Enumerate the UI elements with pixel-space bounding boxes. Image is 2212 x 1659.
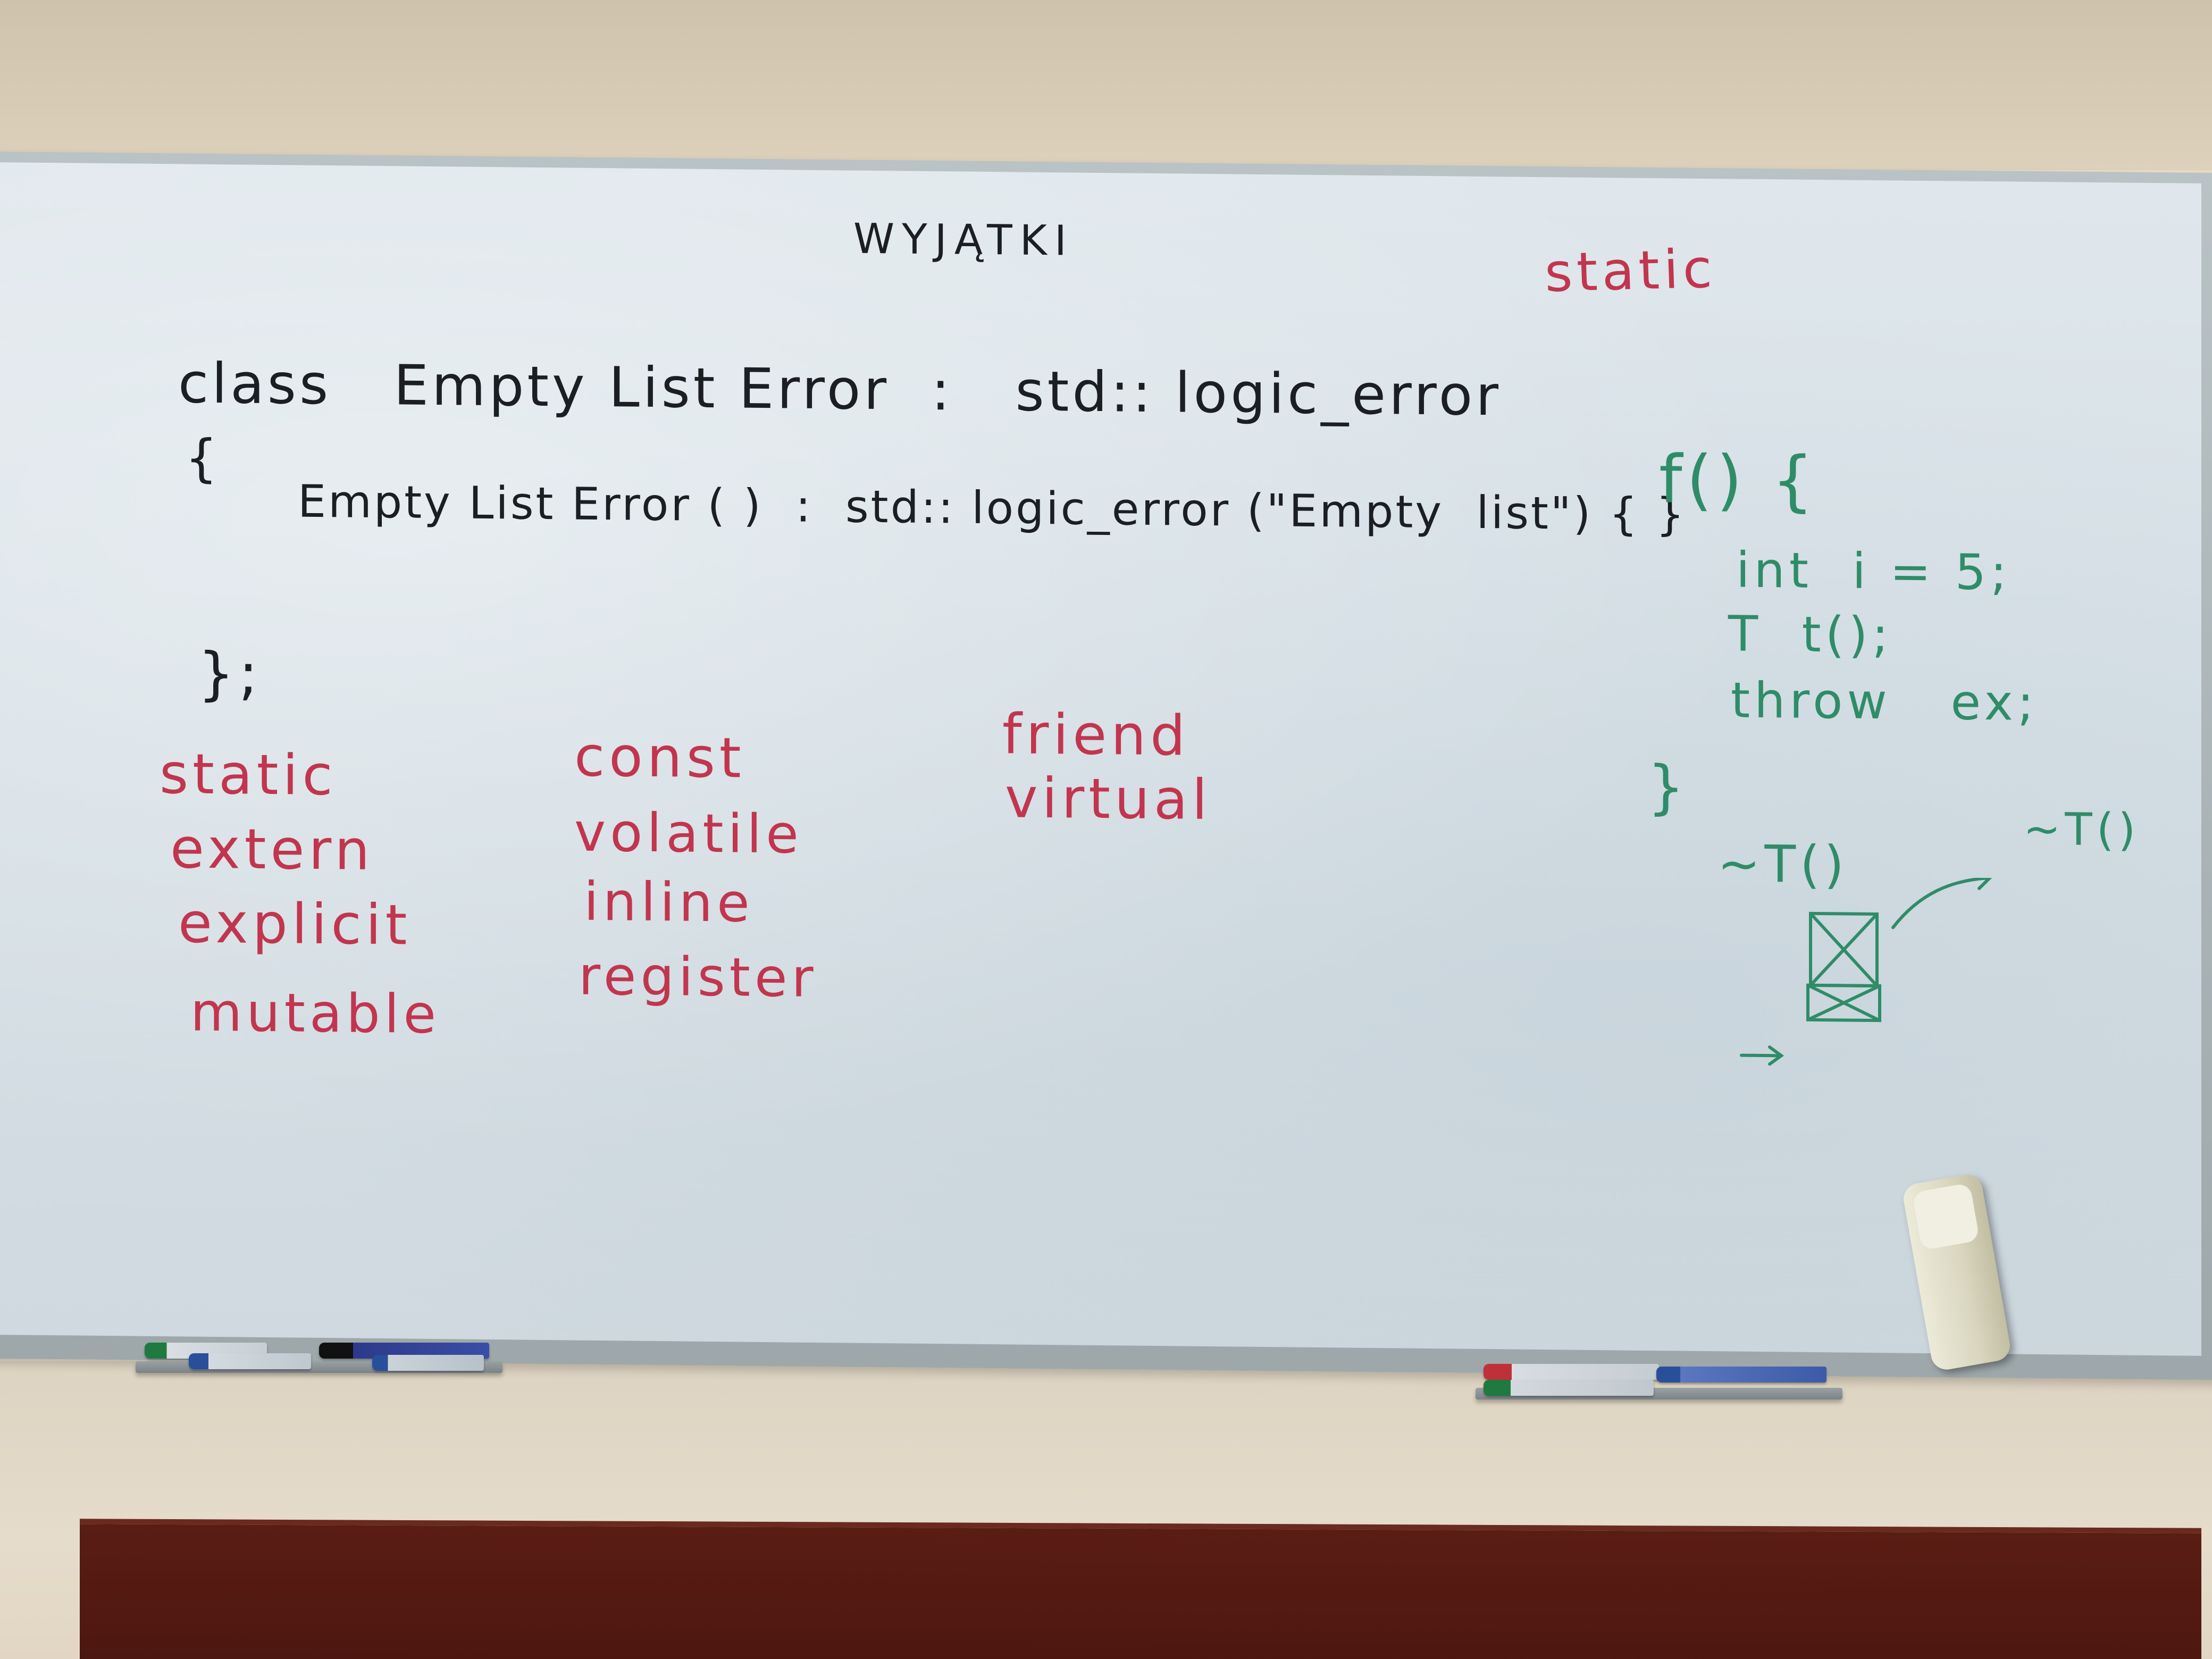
destructor-label-right: ~T() [2023, 802, 2140, 856]
code-line-class: class Empty List Error : std:: logic_err… [178, 350, 1502, 429]
green-code-object: T t(); [1728, 605, 1893, 664]
green-code-signature: f() { [1659, 441, 1818, 520]
keyword-explicit: explicit [178, 890, 412, 958]
keyword-volatile: volatile [574, 801, 803, 866]
code-line-open-brace: { [185, 428, 222, 489]
curved-arrow-head [1974, 875, 1993, 890]
wood-panel [80, 1519, 2201, 1659]
blue-marker-3[interactable] [1656, 1367, 1826, 1382]
board-title: WYJĄTKI [853, 215, 1074, 265]
code-line-close-brace: }; [198, 640, 263, 708]
stack-frame-bottom-box [1806, 983, 1881, 1023]
keyword-register: register [579, 944, 818, 1009]
red-marker[interactable] [1484, 1364, 1659, 1380]
wall-upper [0, 0, 2212, 170]
green-code-close-brace: } [1647, 752, 1689, 822]
stack-frame-bottom-cross-b [1806, 984, 1881, 1021]
keyword-virtual: virtual [1005, 765, 1212, 833]
stack-frame-diagram [1740, 875, 1993, 1066]
whiteboard-surface: WYJĄTKI static class Empty List Error : … [0, 162, 2201, 1356]
stack-frame-cross-b [1809, 912, 1879, 987]
blue-marker-2[interactable] [372, 1355, 484, 1371]
keyword-mutable: mutable [190, 981, 441, 1046]
small-arrow [1740, 1053, 1782, 1058]
green-code-throw: throw ex; [1731, 672, 2038, 732]
green-code-int: int i = 5; [1736, 541, 2012, 601]
code-line-constructor: Empty List Error ( ) : std:: logic_error… [298, 475, 1687, 541]
green-marker-2[interactable] [1484, 1380, 1654, 1396]
keyword-const: const [574, 724, 745, 791]
keyword-friend: friend [1002, 701, 1190, 768]
top-right-note: static [1544, 237, 1717, 304]
small-arrow-head [1768, 1045, 1784, 1066]
keyword-static: static [160, 741, 337, 808]
whiteboard: WYJĄTKI static class Empty List Error : … [0, 152, 2212, 1380]
eraser-grip [1912, 1183, 1980, 1251]
curved-arrow [1891, 876, 1990, 929]
keyword-inline: inline [584, 870, 754, 934]
keyword-extern: extern [170, 816, 374, 883]
blue-marker[interactable] [189, 1353, 311, 1369]
